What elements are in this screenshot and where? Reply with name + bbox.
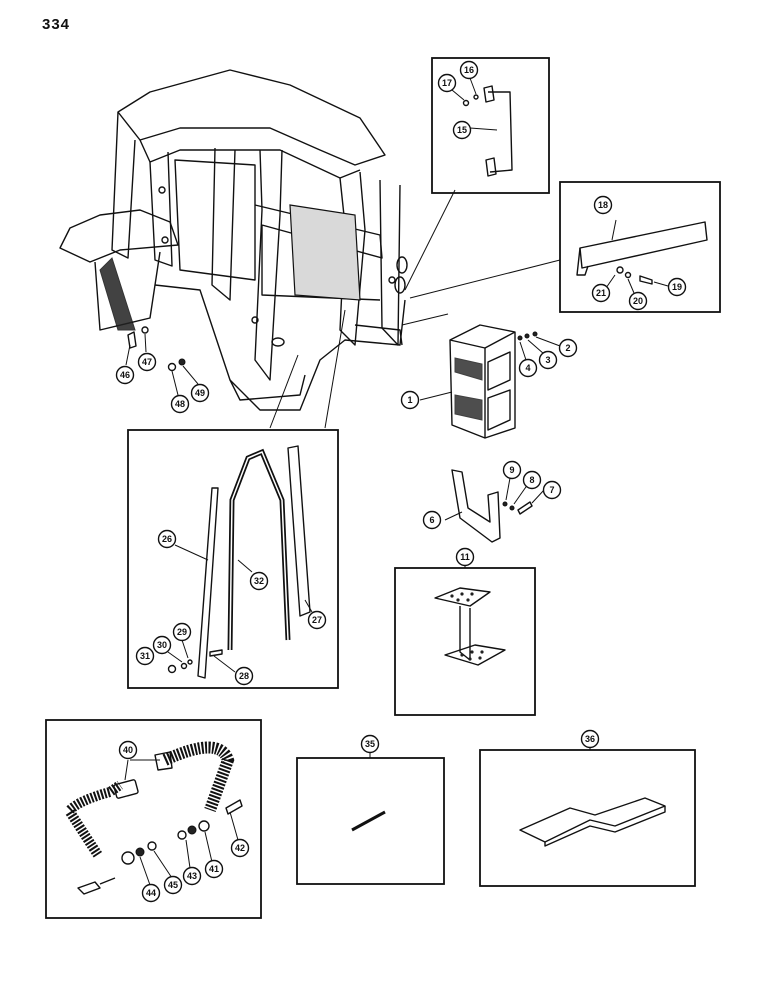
callout-36: 36 bbox=[580, 729, 600, 749]
door-seal-parts bbox=[167, 445, 313, 679]
svg-text:26: 26 bbox=[162, 534, 172, 544]
callout-35: 35 bbox=[360, 734, 380, 754]
callout-20: 20 bbox=[628, 291, 648, 311]
cab-frame bbox=[59, 69, 408, 411]
detail-box-seat-belt bbox=[45, 719, 262, 919]
callout-19: 19 bbox=[667, 277, 687, 297]
svg-text:46: 46 bbox=[120, 370, 130, 380]
callout-49: 49 bbox=[190, 383, 210, 403]
callout-26: 26 bbox=[157, 529, 177, 549]
page-number: 334 bbox=[42, 16, 71, 33]
callout-45: 45 bbox=[163, 875, 183, 895]
cab-roof bbox=[117, 69, 386, 166]
step-assembly bbox=[434, 587, 506, 666]
callout-21: 21 bbox=[591, 283, 611, 303]
svg-text:42: 42 bbox=[235, 843, 245, 853]
svg-text:16: 16 bbox=[464, 65, 474, 75]
callout-16: 16 bbox=[459, 60, 479, 80]
svg-text:11: 11 bbox=[460, 552, 470, 562]
callout-3: 3 bbox=[538, 350, 558, 370]
detail-box-pad bbox=[479, 749, 696, 887]
svg-text:18: 18 bbox=[598, 200, 608, 210]
svg-text:35: 35 bbox=[365, 739, 375, 749]
callout-2: 2 bbox=[558, 338, 578, 358]
svg-text:29: 29 bbox=[177, 627, 187, 637]
svg-text:31: 31 bbox=[140, 651, 150, 661]
svg-text:1: 1 bbox=[407, 395, 412, 405]
svg-text:49: 49 bbox=[195, 388, 205, 398]
detail-box-bracket bbox=[559, 181, 721, 313]
detail-box-handle bbox=[431, 57, 550, 194]
svg-text:28: 28 bbox=[239, 671, 249, 681]
callout-41: 41 bbox=[204, 859, 224, 879]
svg-text:41: 41 bbox=[209, 864, 219, 874]
callout-11: 11 bbox=[455, 547, 475, 567]
callout-27: 27 bbox=[307, 610, 327, 630]
callout-28: 28 bbox=[234, 666, 254, 686]
grab-handle bbox=[451, 77, 513, 177]
svg-text:45: 45 bbox=[168, 880, 178, 890]
svg-text:36: 36 bbox=[585, 734, 595, 744]
detail-box-step bbox=[394, 567, 536, 716]
mounting-bracket bbox=[576, 219, 708, 294]
callout-40: 40 bbox=[118, 740, 138, 760]
svg-text:9: 9 bbox=[509, 465, 514, 475]
callout-32: 32 bbox=[249, 571, 269, 591]
fuel-tank bbox=[289, 204, 361, 301]
svg-text:48: 48 bbox=[175, 399, 185, 409]
detail-box-door-seal bbox=[127, 429, 339, 689]
callout-46: 46 bbox=[115, 365, 135, 385]
svg-text:44: 44 bbox=[146, 888, 156, 898]
callout-8: 8 bbox=[522, 470, 542, 490]
left-fender bbox=[59, 209, 179, 263]
seat-belt-assembly bbox=[65, 741, 243, 895]
callout-44: 44 bbox=[141, 883, 161, 903]
callout-47: 47 bbox=[137, 352, 157, 372]
callout-1: 1 bbox=[400, 390, 420, 410]
callout-31: 31 bbox=[135, 646, 155, 666]
foam-pad bbox=[519, 797, 666, 847]
callout-17: 17 bbox=[437, 73, 457, 93]
svg-text:4: 4 bbox=[525, 363, 530, 373]
callout-42: 42 bbox=[230, 838, 250, 858]
callout-7: 7 bbox=[542, 480, 562, 500]
callout-29: 29 bbox=[172, 622, 192, 642]
step-bracket bbox=[444, 469, 545, 543]
svg-text:47: 47 bbox=[142, 357, 152, 367]
svg-text:27: 27 bbox=[312, 615, 322, 625]
callout-6: 6 bbox=[422, 510, 442, 530]
svg-text:6: 6 bbox=[429, 515, 434, 525]
svg-text:2: 2 bbox=[565, 343, 570, 353]
cab-mount-hardware bbox=[125, 326, 199, 396]
callout-15: 15 bbox=[452, 120, 472, 140]
callout-43: 43 bbox=[182, 866, 202, 886]
svg-text:19: 19 bbox=[672, 282, 682, 292]
svg-text:17: 17 bbox=[442, 78, 452, 88]
svg-text:8: 8 bbox=[529, 475, 534, 485]
svg-text:21: 21 bbox=[596, 288, 606, 298]
svg-text:3: 3 bbox=[545, 355, 550, 365]
pin bbox=[351, 810, 386, 832]
callout-9: 9 bbox=[502, 460, 522, 480]
svg-text:15: 15 bbox=[457, 125, 467, 135]
callout-4: 4 bbox=[518, 358, 538, 378]
svg-text:32: 32 bbox=[254, 576, 264, 586]
svg-text:30: 30 bbox=[157, 640, 167, 650]
callout-30: 30 bbox=[152, 635, 172, 655]
svg-text:20: 20 bbox=[633, 296, 643, 306]
svg-text:40: 40 bbox=[123, 745, 133, 755]
svg-text:43: 43 bbox=[187, 871, 197, 881]
callout-18: 18 bbox=[593, 195, 613, 215]
battery-box bbox=[419, 324, 561, 439]
svg-text:7: 7 bbox=[549, 485, 554, 495]
callout-48: 48 bbox=[170, 394, 190, 414]
